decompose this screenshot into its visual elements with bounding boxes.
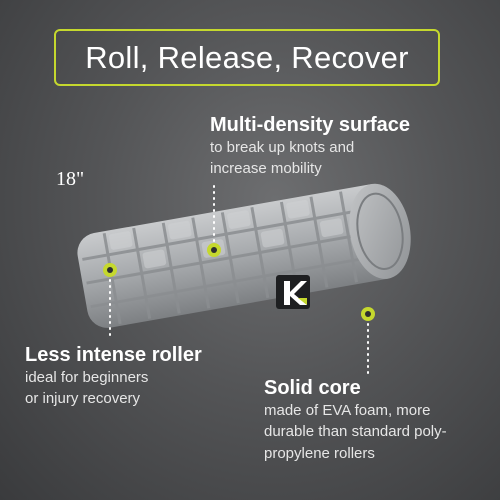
callout-multi-density: Multi-density surface to break up knots … [210,114,410,180]
callout-desc-line: to break up knots and [210,139,355,156]
callout-desc-line: or injury recovery [25,390,141,408]
callout-less-intense: Less intense roller ideal for beginners … [25,344,202,410]
callout-title: Solid core [264,377,361,399]
callout-title: Multi-density surface [210,114,411,136]
callout-desc-line: increase mobility [210,160,322,178]
callout-solid-core: Solid core made of EVA foam, more durabl… [264,377,447,464]
callout-markers [103,243,375,321]
trigger-point-logo-icon [276,275,310,309]
callout-desc-line: durable than standard poly- [264,423,447,441]
callout-desc-line: propylene rollers [264,444,375,462]
callout-title: Less intense roller [25,344,202,366]
size-label: 18" [56,168,85,190]
headline: Roll, Release, Recover [85,39,409,75]
callout-desc-line: ideal for beginners [25,369,149,386]
headline-frame: Roll, Release, Recover [54,29,440,86]
callout-desc-line: made of EVA foam, more [264,402,431,419]
